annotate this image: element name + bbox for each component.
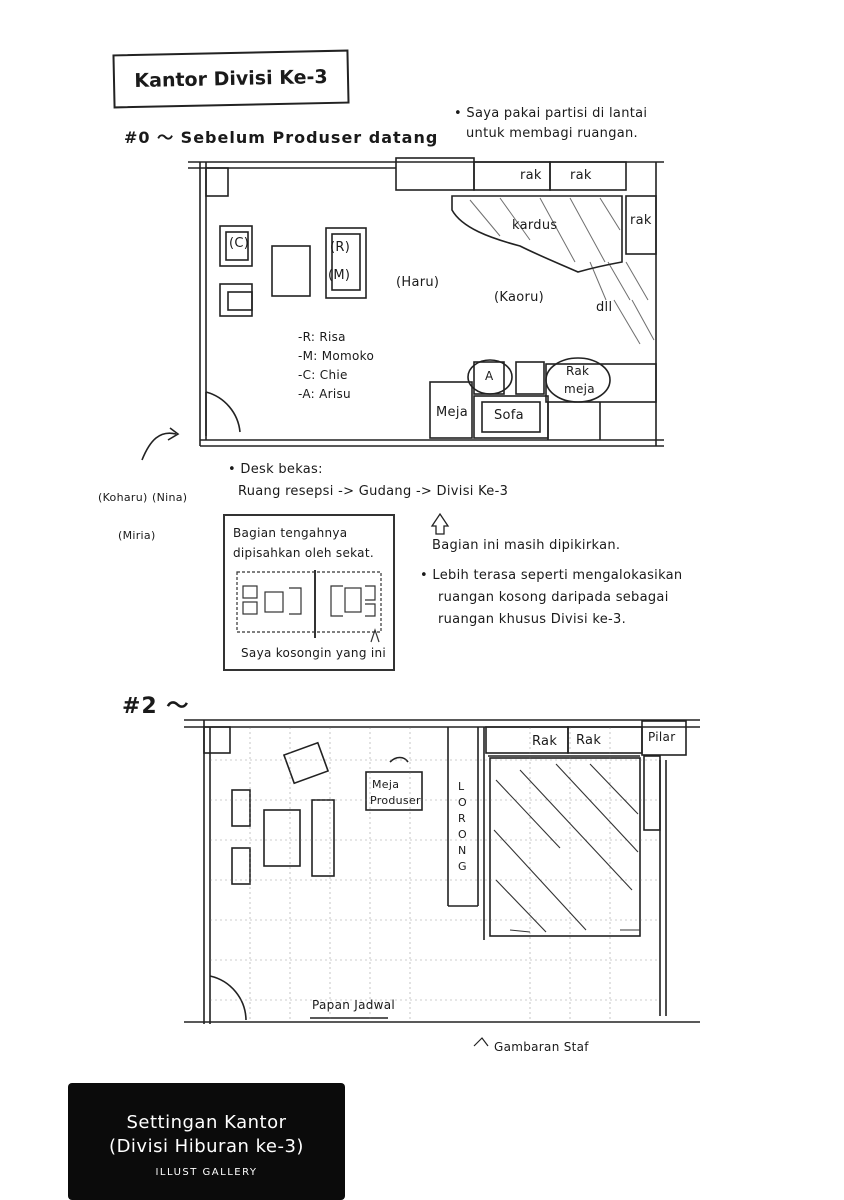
s2-table [263,809,301,867]
s2-rotated-desk [282,741,330,785]
s0-chair-b [515,361,545,395]
label-r: (R) [330,240,351,255]
legend-arisu: -A: Arisu [298,387,351,401]
legend-risa: -R: Risa [298,330,346,344]
stage2-heading: #2 ～ [122,694,190,719]
label-kardus: kardus [512,218,558,233]
s0-sofa-rm [325,227,367,299]
label-nina: (Nina) [152,491,188,504]
inset-top-line1: Bagian tengahnya [233,526,348,540]
footer-banner: Settingan Kantor (Divisi Hiburan ke-3) I… [68,1083,345,1200]
footer-title-line2: (Divisi Hiburan ke-3) [109,1136,304,1157]
label-rak-1: rak [520,168,542,183]
footer-title-line1: Settingan Kantor [126,1112,287,1133]
entry-arrow [141,432,177,461]
label-meja: Meja [436,405,468,420]
s2-label-meja: Meja [372,778,400,791]
label-miria: (Miria) [118,529,156,542]
s2-label-produser: Produser [370,794,421,807]
label-sofa: Sofa [494,408,524,423]
label-m: (M) [328,268,351,283]
s2-pilar [641,720,687,756]
allocation-note-line1: • Lebih terasa seperti mengalokasikan [420,568,683,583]
label-kaoru: (Kaoru) [494,290,545,305]
s0-circle-rak [545,357,611,403]
label-a: A [485,369,494,383]
s0-circle-a [467,359,513,395]
s2-label-gambaran-staf: Gambaran Staf [494,1040,589,1054]
s2-sofa-right [311,799,335,877]
stage0-heading: #0 ～ Sebelum Produser datang [124,128,439,147]
s2-desk-top [231,789,251,827]
s2-label-rak-1: Rak [532,734,558,749]
s0-rak-meja [545,363,657,403]
desk-note-line2: Ruang resepsi -> Gudang -> Divisi Ke-3 [238,484,509,499]
s2-desk-bottom [231,847,251,885]
label-rak-meja-1: Rak [566,364,590,378]
s2-door-arc [209,975,247,1021]
label-dll: dll [596,300,613,315]
s0-sofa-c [219,225,253,267]
up-arrow [430,512,450,535]
s0-sofa-lower [219,283,253,317]
label-koharu: (Koharu) [98,491,148,504]
s2-lorong-l: L [458,780,465,793]
staf-arrow [473,1037,489,1047]
label-rak-3: rak [630,213,652,228]
inset-top-line2: dipisahkan oleh sekat. [233,546,374,560]
s0-table [271,245,311,297]
label-c: (C) [229,236,250,251]
s2-lorong-o2: O [458,828,467,841]
s2-lorong-r: R [458,812,466,825]
label-rak-meja-2: meja [564,382,595,396]
s2-lorong-o1: O [458,796,467,809]
s2-label-papan-jadwal: Papan Jadwal [312,998,396,1012]
s0-meja [429,381,473,439]
allocation-note-line3: ruangan khusus Divisi ke-3. [438,612,627,627]
s0-corner-block [205,167,229,197]
label-haru: (Haru) [396,275,440,290]
allocation-note-line2: ruangan kosong daripada sebagai [438,590,669,605]
s2-lorong-n: N [458,844,467,857]
s2-label-pilar: Pilar [648,730,676,744]
s0-shelf-rak2 [549,161,627,191]
s2-pillar-col [643,755,661,831]
partition-note-line1: • Saya pakai partisi di lantai [454,106,648,121]
inset-drawing [236,570,382,643]
s2-label-rak-2: Rak [576,733,602,748]
partition-note-line2: untuk membagi ruangan. [466,126,638,141]
s0-door-arc [205,391,241,433]
pending-note: Bagian ini masih dipikirkan. [432,538,621,553]
s0-shelf-rak3 [625,195,657,255]
inset-bottom-text: Saya kosongin yang ini [241,646,387,660]
legend-chie: -C: Chie [298,368,348,382]
s2-hatched-area [489,757,641,937]
legend-momoko: -M: Momoko [298,349,375,363]
s0-kardus-area [451,195,623,273]
footer-subtitle: ILLUST GALLERY [155,1167,258,1178]
s2-lorong-g: G [458,860,467,873]
inset-sketch: Bagian tengahnya dipisahkan oleh sekat. … [223,514,395,671]
label-rak-2: rak [570,168,592,183]
s2-meja-produser [365,771,423,811]
desk-note-line1: • Desk bekas: [228,462,323,477]
s2-corner-block [203,726,231,754]
